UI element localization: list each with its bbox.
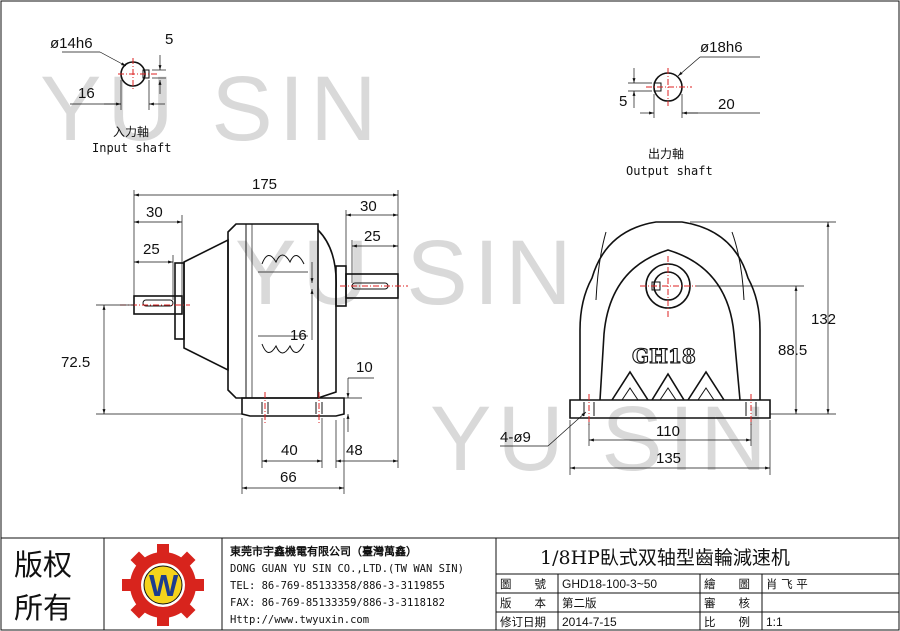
dim-hole-span: 40 <box>281 442 298 459</box>
title-block: 版权 所有 W 東莞市宇鑫機電有限公司（臺灣萬鑫） DONG GUAN YU S… <box>1 537 899 630</box>
revision-date: 2014-7-15 <box>562 615 617 629</box>
company-logo: W <box>122 544 204 626</box>
front-base <box>569 399 771 419</box>
drafter-name: 肖 飞 平 <box>766 577 808 591</box>
side-base <box>241 397 345 417</box>
row-label: 版 本 <box>500 596 546 610</box>
dim-overall-length: 175 <box>252 176 277 193</box>
drawing-number: GHD18-100-3~50 <box>562 577 657 591</box>
row-label: 繪 圖 <box>704 577 750 591</box>
drawing-title: 1/8HP臥式双轴型齒輪減速机 <box>540 547 790 569</box>
dim-base-width: 135 <box>656 450 681 467</box>
dim-base-thickness: 10 <box>356 359 373 376</box>
front-view: GH18 132 88.5 110 135 4-ø9 <box>500 221 836 475</box>
dim-input-length-30: 30 <box>146 204 163 221</box>
dim-shaft-height: 72.5 <box>61 354 90 371</box>
dim-center-height: 88.5 <box>778 342 807 359</box>
output-shaft-label-en: Output shaft <box>626 164 713 178</box>
casting-mark: GH18 <box>632 344 696 368</box>
rights-line-2: 所有 <box>14 591 72 625</box>
rights-line-1: 版权 <box>14 548 72 582</box>
output-shaft-label-cn: 出力軸 <box>648 147 684 161</box>
front-outer-body <box>579 221 761 400</box>
dim-end-offset: 48 <box>346 442 363 459</box>
version-value: 第二版 <box>562 596 597 610</box>
output-key-width-label: 5 <box>619 93 627 110</box>
side-view: 175 30 25 30 25 72.5 16 10 <box>61 176 408 494</box>
input-key-width-label: 5 <box>165 31 173 48</box>
row-label: 比 例 <box>704 615 750 629</box>
input-diameter-label: ø14h6 <box>50 35 93 52</box>
dim-output-length-25: 25 <box>364 228 381 245</box>
hole-callout: 4-ø9 <box>500 429 531 446</box>
dim-output-length-30: 30 <box>360 198 377 215</box>
watermark-text: YU SIN <box>235 222 578 324</box>
side-input-key <box>142 299 174 307</box>
row-label: 審 核 <box>704 596 750 610</box>
company-tel: TEL: 86-769-85133358/886-3-3119855 <box>230 580 445 592</box>
company-name-en: DONG GUAN YU SIN CO.,LTD.(TW WAN SIN) <box>230 563 464 575</box>
company-web: Http://www.twyuxin.com <box>230 614 369 626</box>
input-shaft-section: ø14h6 5 16 入力軸 Input shaft <box>50 31 173 155</box>
logo-letter: W <box>149 568 179 603</box>
input-shaft-label-en: Input shaft <box>92 141 171 155</box>
dim-input-length-25: 25 <box>143 241 160 258</box>
company-fax: FAX: 86-769-85133359/886-3-3118182 <box>230 597 445 609</box>
row-label: 修订日期 <box>500 615 546 629</box>
input-key-height-label: 16 <box>78 85 95 102</box>
dim-base-length: 66 <box>280 469 297 486</box>
scale-value: 1:1 <box>766 615 783 629</box>
dim-hole-spacing: 110 <box>656 423 680 440</box>
output-diameter-label: ø18h6 <box>700 39 743 56</box>
input-shaft-label-cn: 入力軸 <box>113 125 149 139</box>
output-shaft-section: ø18h6 5 20 出力軸 Output shaft <box>619 39 760 178</box>
side-cone-cover <box>183 238 229 372</box>
output-key-height-label: 20 <box>718 96 735 113</box>
row-label: 圖 號 <box>500 577 546 591</box>
watermark-text: YU SIN <box>430 388 773 490</box>
dim-keyway: 16 <box>290 327 307 344</box>
watermark-text: YU SIN <box>40 58 383 160</box>
front-ribs <box>611 370 725 401</box>
dim-total-height: 132 <box>811 311 836 328</box>
company-name-cn: 東莞市宇鑫機電有限公司（臺灣萬鑫） <box>230 544 417 558</box>
